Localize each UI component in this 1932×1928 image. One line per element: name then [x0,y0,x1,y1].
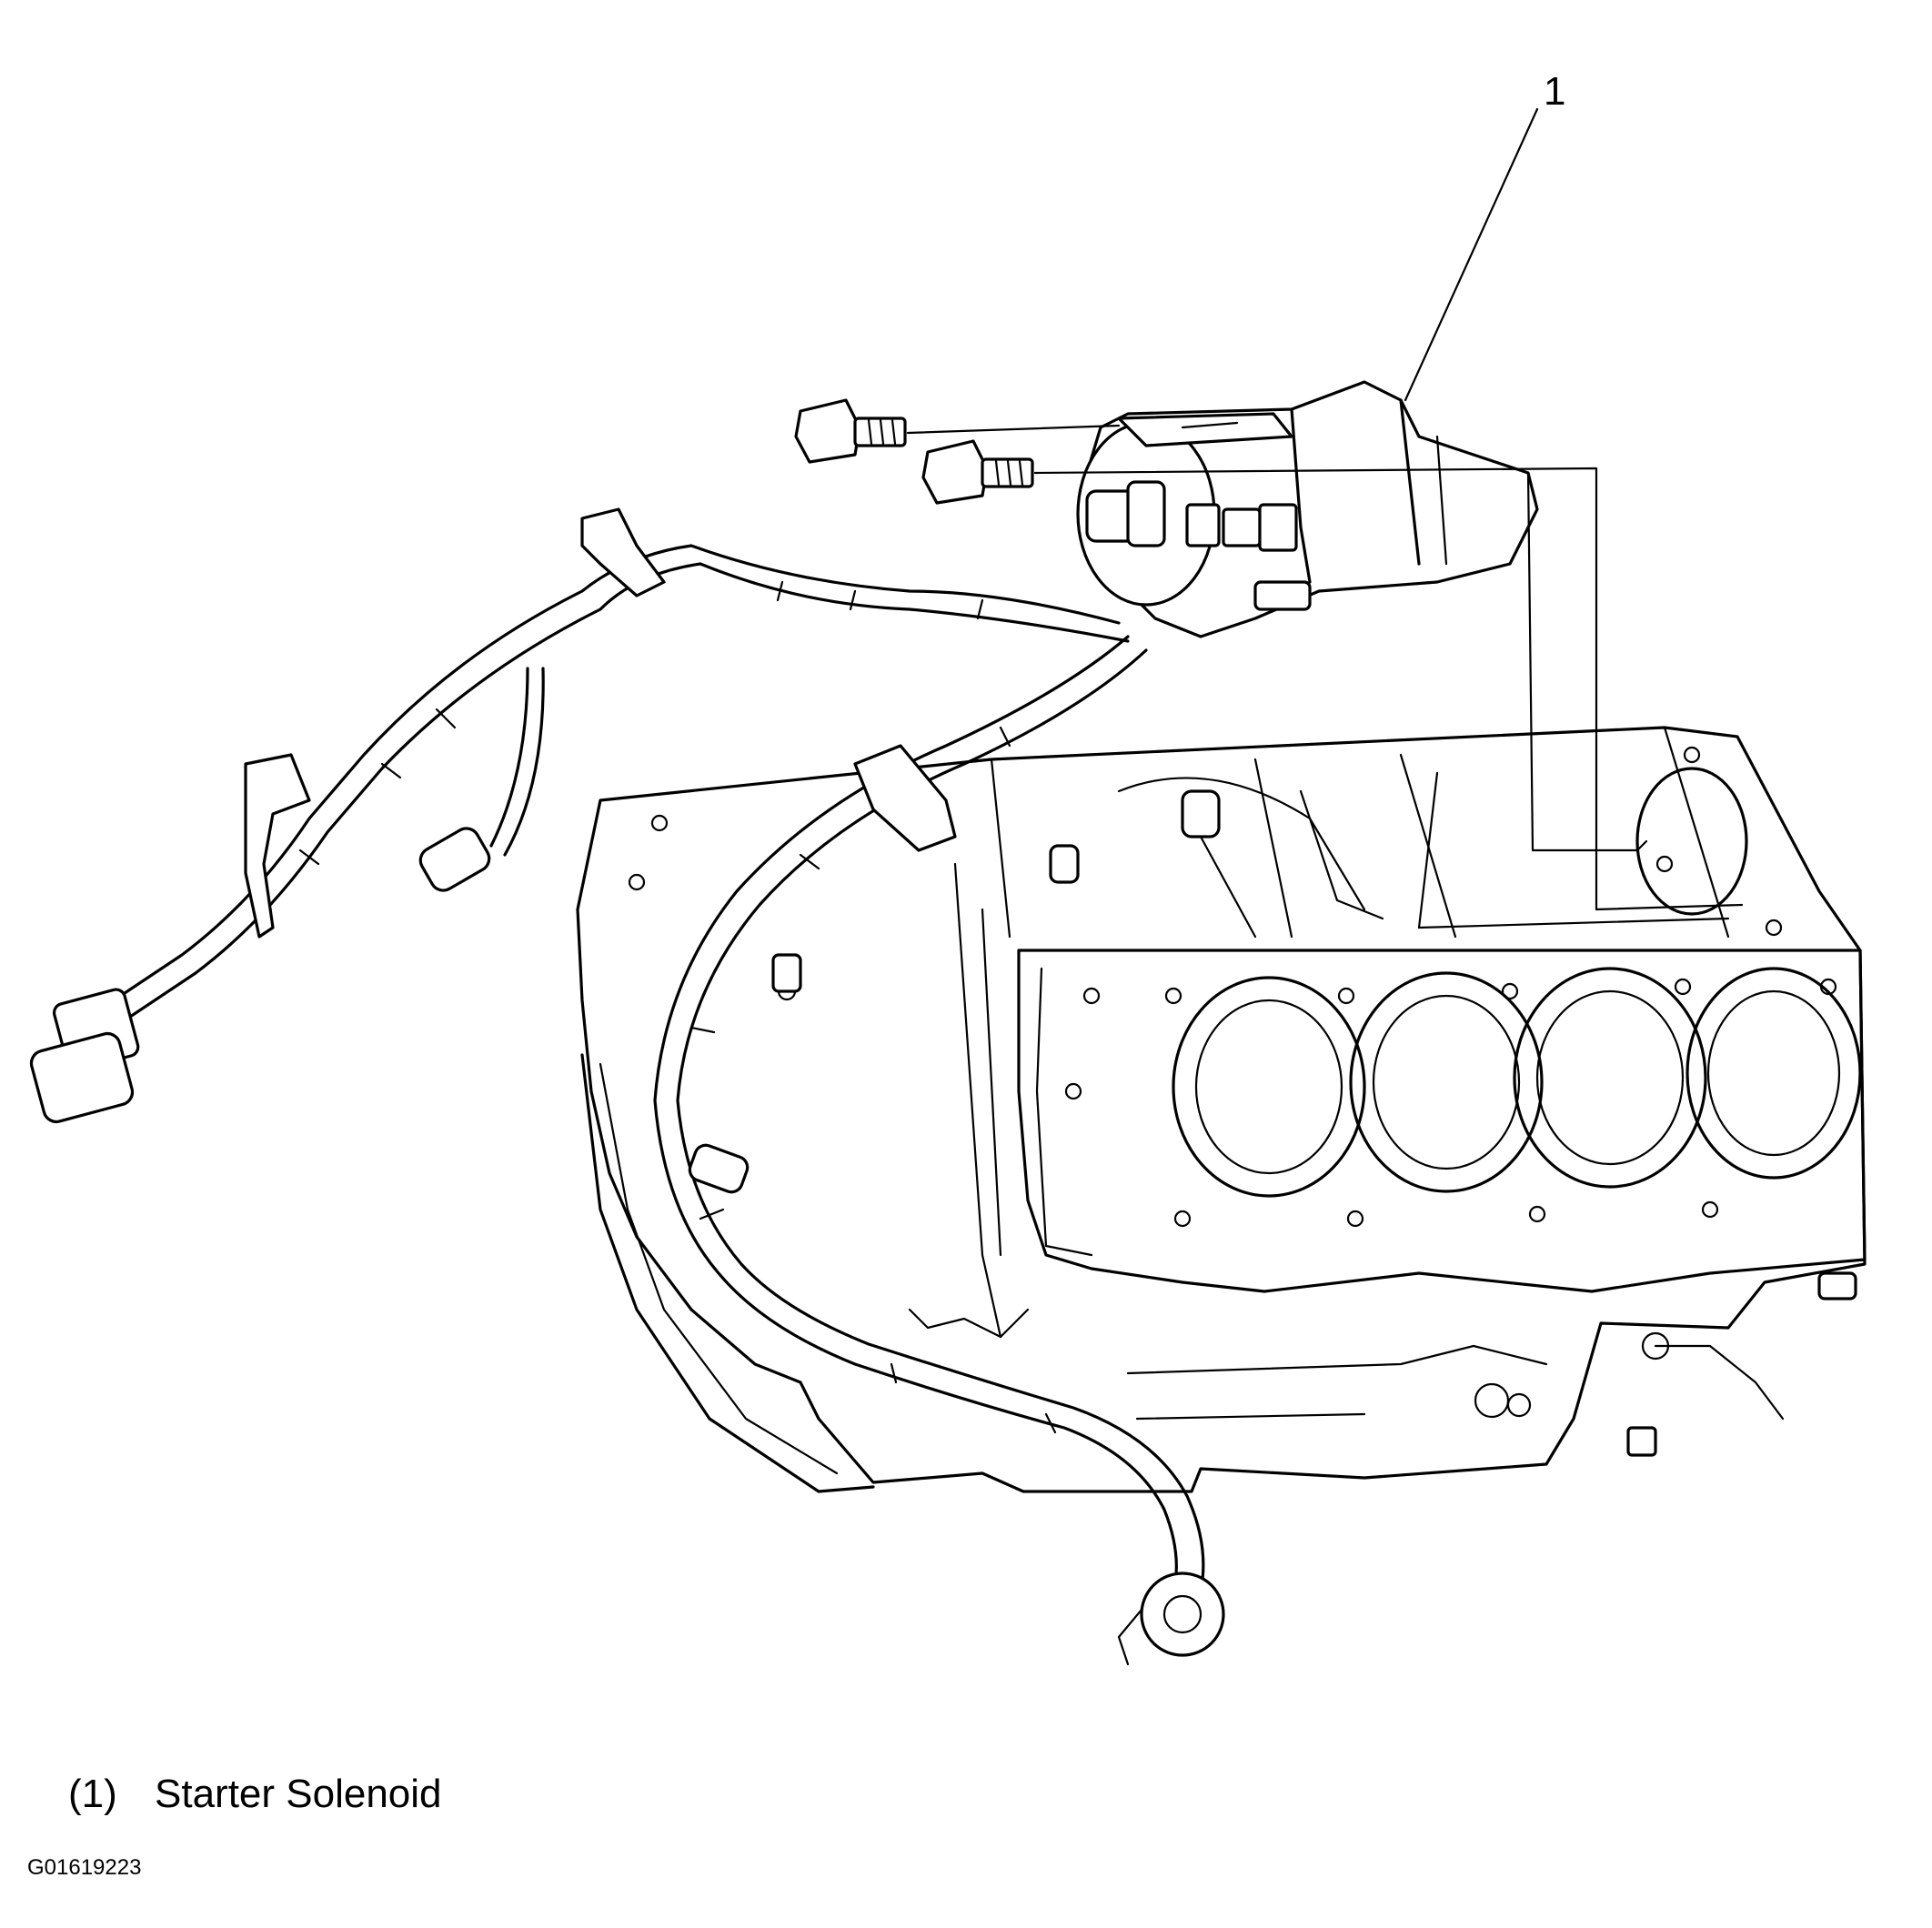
bolt-holes [628,746,1837,1228]
bolt-lower [921,439,1034,505]
starter-solenoid [1076,380,1539,638]
mounting-bolts [794,398,1034,505]
legend-number: (1) [68,1772,117,1816]
wiring-harness [29,507,1225,1666]
figure-code: G01619223 [27,1855,142,1880]
legend: (1) Starter Solenoid [68,1772,442,1817]
callout-number: 1 [1544,69,1565,114]
alignment-lines [906,424,1744,911]
bolt-upper [794,398,907,464]
callout-1: 1 [1404,69,1565,402]
cylinder-bores [1172,967,1862,1198]
legend-label: Starter Solenoid [155,1772,442,1816]
engine-block [576,726,1867,1493]
